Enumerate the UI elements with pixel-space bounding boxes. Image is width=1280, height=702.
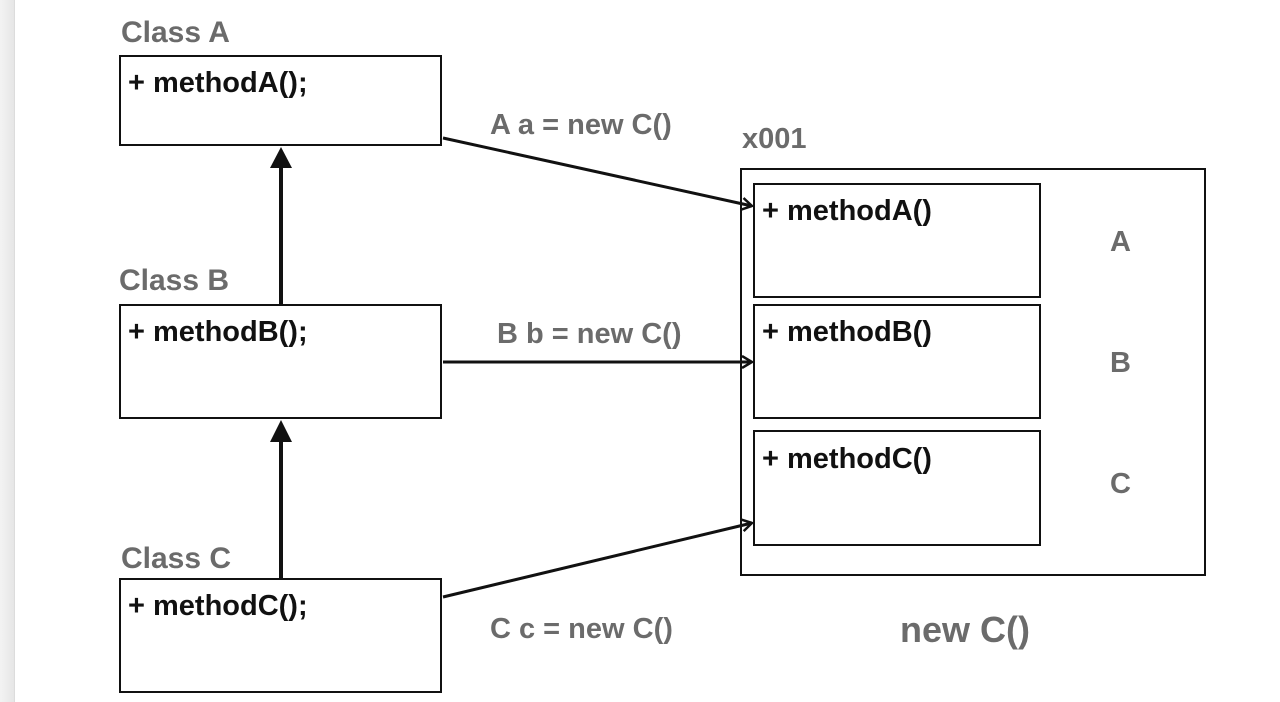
class-b-method: + methodB();: [128, 316, 308, 348]
class-a-box: [119, 55, 442, 146]
class-c-method: + methodC();: [128, 590, 308, 622]
class-a-title: Class A: [121, 16, 230, 49]
page-edge: [0, 0, 15, 702]
assignment-c-label: C c = new C(): [490, 613, 673, 645]
class-c-title: Class C: [121, 542, 232, 575]
instance-part-a-method: + methodA(): [762, 195, 932, 227]
instance-caption: new C(): [900, 609, 1030, 650]
reference-arrow-a: [442, 136, 752, 206]
instance-part-a-box: [753, 183, 1041, 298]
reference-arrow-c: [442, 523, 752, 599]
inherit-arrow-c-to-b: [270, 420, 292, 578]
inherit-arrow-b-to-a: [270, 147, 292, 304]
assignment-a-label: A a = new C(): [490, 109, 672, 141]
instance-part-b-method: + methodB(): [762, 316, 932, 348]
assignment-b-label: B b = new C(): [497, 318, 682, 350]
class-c-box: [119, 578, 442, 693]
instance-part-c-type: C: [1110, 468, 1131, 500]
class-b-title: Class B: [119, 264, 230, 297]
instance-address: x001: [742, 123, 807, 155]
instance-part-c-method: + methodC(): [762, 443, 932, 475]
instance-part-a-type: A: [1110, 226, 1131, 258]
class-b-box: [119, 304, 442, 419]
instance-part-c-box: [753, 430, 1041, 546]
instance-part-b-type: B: [1110, 347, 1131, 379]
class-a-method: + methodA();: [128, 67, 308, 99]
instance-part-b-box: [753, 304, 1041, 419]
